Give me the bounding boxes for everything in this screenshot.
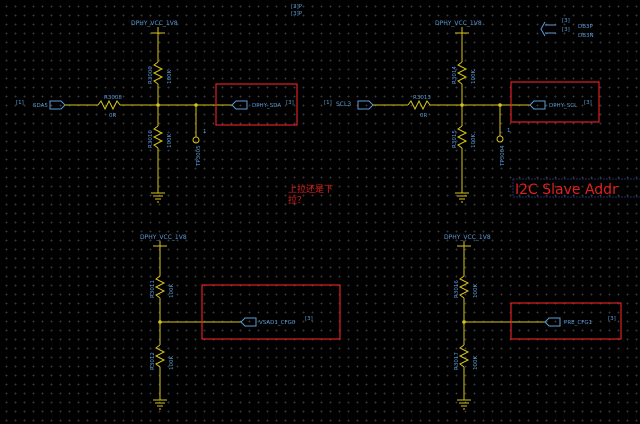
highlight-box-scl: [510, 81, 600, 123]
highlight-box-sda: [215, 83, 298, 126]
cfg0-out-ref: [3]: [305, 316, 313, 322]
sda-out-ref: [3]: [286, 100, 294, 106]
tp3005-ref: TP3005: [196, 145, 202, 167]
r3008-ref: R3008: [104, 95, 122, 101]
r3014-ref: R3014: [452, 66, 458, 84]
supply-label-br: DPHY_VCC_1V8: [444, 234, 491, 241]
r3013-val: 0R: [420, 113, 427, 119]
cfg1-out-net: PRE_CFG1: [564, 320, 592, 326]
corner-net-1: DB3P: [578, 24, 594, 30]
circuit-cfg1: DPHY_VCC_1V8 R3016 100K R3017 100K PRE_C…: [444, 234, 616, 410]
r3016-ref: R3016: [454, 280, 460, 298]
cfg1-out-ref: [3]: [608, 316, 616, 322]
circuit-cfg0: DPHY_VCC_1V8 R3011 100K R3012 100K VSAD1…: [140, 234, 313, 410]
r3013-ref: R3013: [413, 95, 431, 101]
r3017-ref: R3017: [454, 352, 460, 370]
scl-in-net: SCL3: [336, 101, 351, 108]
supply-label-bl: DPHY_VCC_1V8: [140, 234, 187, 241]
corner-ref-1: [3]: [562, 18, 570, 24]
r3008-val: 0R: [109, 113, 116, 119]
sda-in-net: SDA5: [33, 103, 48, 109]
circuit-sda: DPHY_VCC_1V8 R3009 100K R3010 100K [1] S…: [16, 20, 294, 203]
scl-out-net: DPHY_SCL: [549, 103, 578, 109]
r3010-ref: R3010: [148, 130, 154, 148]
sda-out-net: DPHY_SDA: [252, 103, 281, 109]
annotation-pull-up-down: 上拉还是下: [288, 183, 333, 195]
r3009-val: 100K: [167, 70, 173, 84]
heading-i2c-slave-addr: I2C Slave Addr: [515, 182, 618, 198]
r3015-ref: R3015: [452, 130, 458, 148]
supply-label-tl: DPHY_VCC_1V8: [131, 20, 178, 27]
top-center-ref: [3]P: [291, 4, 303, 10]
tp3004-pin: 1: [507, 128, 511, 134]
scl-in-ref: [1]: [324, 100, 332, 106]
corner-ref-2: [3]: [562, 27, 570, 33]
heading-frame: [512, 178, 640, 198]
supply-label-tr: DPHY_VCC_1V8: [435, 20, 482, 27]
corner-bus: [3] [3] DB3P DB3N: [540, 18, 594, 39]
r3017-val: 100K: [473, 356, 479, 370]
r3012-val: 100K: [169, 356, 175, 370]
scl-out-ref: [3]: [584, 100, 592, 106]
cfg0-out-net: VSAD1_CFG0: [259, 320, 296, 326]
r3015-val: 100K: [471, 134, 477, 148]
r3012-ref: R3012: [150, 352, 156, 370]
circuit-scl: DPHY_VCC_1V8 R3014 100K R3015 100K [1] S…: [324, 20, 592, 203]
r3010-val: 100K: [167, 134, 173, 148]
highlight-box-cfg1: [510, 302, 622, 340]
tp3005-pin: 1: [203, 129, 207, 135]
top-center-ref-2: [3]P: [291, 11, 303, 17]
highlight-box-cfg0: [201, 284, 341, 340]
annotation-pull-up-down-2: 拉？: [288, 194, 306, 206]
r3011-ref: R3011: [150, 280, 156, 298]
r3009-ref: R3009: [148, 66, 154, 84]
tp3004-ref: TP3004: [500, 145, 506, 167]
r3011-val: 100K: [169, 284, 175, 298]
corner-net-2: DB3N: [578, 33, 594, 39]
r3016-val: 100K: [473, 284, 479, 298]
sda-in-ref: [1]: [16, 100, 24, 106]
r3014-val: 100K: [471, 70, 477, 84]
